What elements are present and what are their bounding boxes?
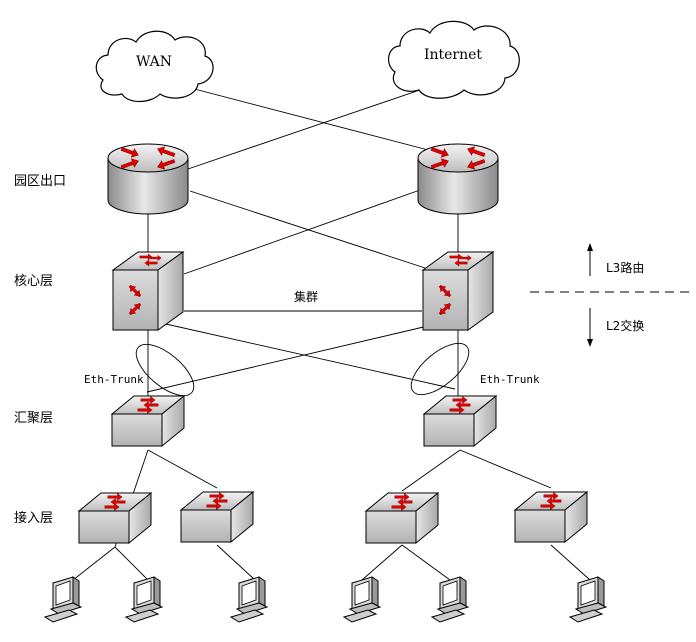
cloud-wan bbox=[95, 30, 214, 103]
links bbox=[72, 77, 591, 581]
layer-label-core: 核心层 bbox=[14, 274, 54, 289]
eth-trunk-label-right: Eth-Trunk bbox=[480, 373, 540, 386]
cloud-internet bbox=[387, 20, 520, 99]
access-switch-4 bbox=[515, 492, 587, 542]
cloud-label-internet: Internet bbox=[424, 47, 482, 63]
arrow-up-icon bbox=[587, 243, 593, 276]
router-right bbox=[418, 144, 498, 214]
cluster-label: 集群 bbox=[294, 289, 318, 304]
aggregation-switch-right bbox=[424, 396, 496, 446]
core-switch-right bbox=[423, 252, 493, 330]
eth-trunk-label-left: Eth-Trunk bbox=[84, 373, 144, 386]
l2-switching-label: L2交换 bbox=[606, 318, 644, 333]
access-switch-3 bbox=[366, 493, 438, 543]
core-switch-left bbox=[113, 252, 183, 330]
pc-1 bbox=[44, 576, 82, 623]
pc-3 bbox=[230, 576, 268, 623]
access-switch-2 bbox=[181, 492, 253, 542]
eth-trunk-ring-right bbox=[410, 342, 470, 396]
pc-5 bbox=[431, 576, 469, 623]
router-left bbox=[108, 144, 188, 214]
access-switch-1 bbox=[79, 493, 151, 543]
pc-2 bbox=[125, 576, 163, 623]
cloud-label-wan: WAN bbox=[136, 54, 172, 70]
l3-routing-label: L3路由 bbox=[606, 260, 644, 275]
layer-label-aggregation: 汇聚层 bbox=[14, 411, 54, 426]
arrow-down-icon bbox=[587, 308, 593, 347]
pc-4 bbox=[343, 576, 381, 623]
aggregation-switch-left bbox=[112, 396, 184, 446]
eth-trunk-ring-left bbox=[135, 343, 195, 397]
pc-6 bbox=[569, 576, 607, 623]
layer-label-access: 接入层 bbox=[14, 511, 54, 526]
layer-label-egress: 园区出口 bbox=[14, 174, 67, 189]
